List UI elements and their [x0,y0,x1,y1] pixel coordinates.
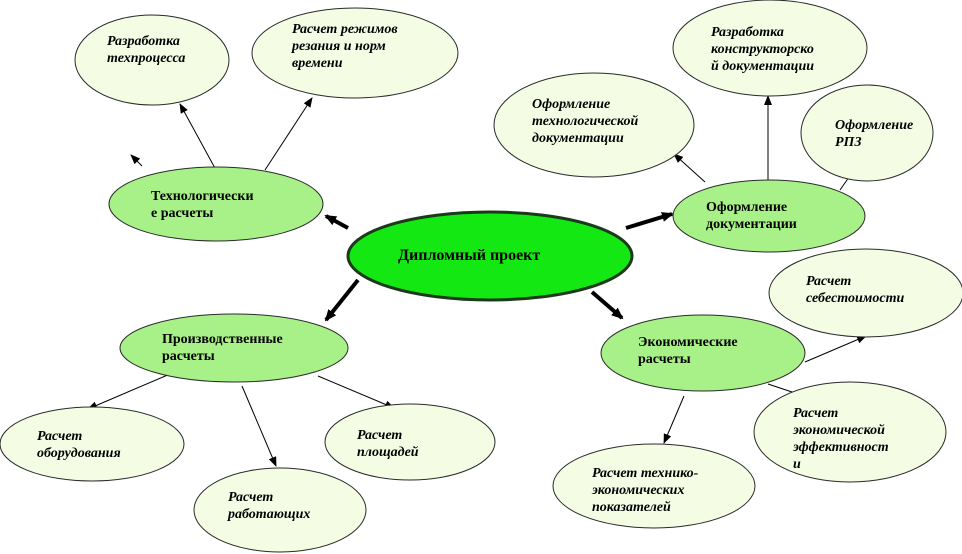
connector-prod-areas [317,375,395,409]
connector-tech-cutting [264,97,313,171]
workers-label: Расчет работающих [228,490,311,522]
center-label: Дипломный проект [398,247,541,264]
node-workers [193,467,367,553]
node-equipment [0,406,185,482]
node-cost-price [768,248,962,338]
prod-hub-label: Производственные расчеты [162,332,283,364]
node-center [346,210,634,302]
leaf-connectors [87,95,867,467]
node-tech-process [74,14,230,106]
connector-docs-techdocs [673,153,706,183]
design-docs-label: Разработка конструкторско й документации [711,25,815,74]
node-prod-hub [119,313,349,383]
cost-price-label: Расчет себестоимости [806,274,905,306]
node-econ-efficiency [753,381,947,483]
tech-hub-label: Технологически е расчеты [151,189,254,221]
node-econ-hub [600,314,806,392]
cutting-modes-label: Расчет режимов резания и норм времени [292,22,398,71]
connector-center-docs [625,212,674,230]
connector-prod-equipment [87,373,171,410]
connector-prod-workers [241,385,277,467]
econ-hub-label: Экономические расчеты [638,335,738,367]
connector-econ-techecon [663,395,685,444]
node-tech-docs [493,72,695,178]
areas-label: Расчет площадей [357,428,419,460]
tech-econ-label: Расчет технико- экономических показателе… [592,466,699,515]
node-tech-hub [108,166,324,242]
equipment-label: Расчет оборудования [37,429,121,461]
node-docs-hub [672,179,866,253]
econ-efficiency-label: Расчет экономической эффективност и [793,406,889,472]
connector-center-prod [324,278,360,322]
connector-econ-cost [804,335,867,363]
node-design-docs [672,0,868,97]
connector-tech-stub [130,154,143,167]
hub-nodes [108,166,866,392]
tech-docs-label: Оформление технологической документации [532,97,639,146]
connector-center-tech [324,214,349,230]
node-tech-econ [552,443,756,529]
docs-hub-label: Оформление документации [706,200,797,232]
node-areas [324,403,496,481]
node-rpz [800,84,934,182]
tech-process-label: Разработка техпроцесса [107,34,186,66]
connector-center-econ [590,290,624,320]
rpz-label: Оформление РПЗ [835,118,914,150]
center-connectors [324,212,674,322]
connector-tech-techprocess [179,103,217,171]
node-cutting-modes [251,7,459,99]
